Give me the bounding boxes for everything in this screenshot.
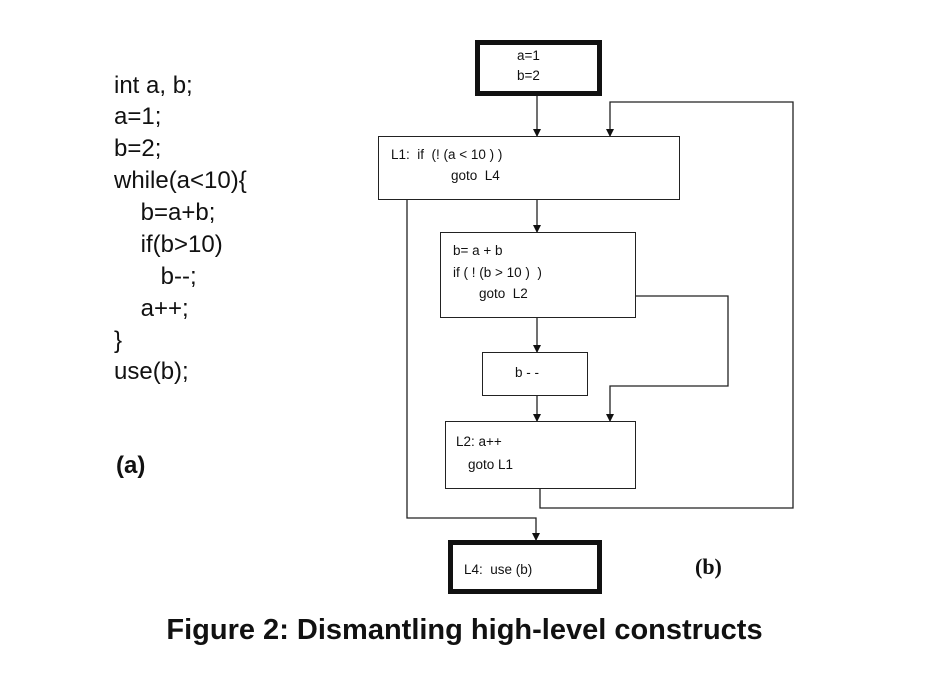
- code-line: int a, b;: [114, 72, 193, 99]
- node-text-line: b - -: [515, 365, 540, 380]
- entry-block: a=1 b=2: [475, 40, 602, 96]
- node-text-line: b=2: [517, 68, 540, 83]
- code-line: if(b>10): [114, 231, 223, 258]
- edge-back-to-loop-test: [539, 101, 794, 509]
- loop-body-block: b= a + b if ( ! (b > 10 ) ) goto L2: [440, 232, 636, 318]
- loop-test-block: L1: if (! (a < 10 ) ) goto L4: [378, 136, 680, 200]
- node-text-line: L2: a++: [456, 434, 502, 449]
- node-text-line: b= a + b: [453, 243, 503, 258]
- panel-label-a: (a): [116, 452, 146, 479]
- figure-caption: Figure 2: Dismantling high-level constru…: [166, 614, 763, 646]
- node-text-line: a=1: [517, 48, 540, 63]
- increment-block: L2: a++ goto L1: [445, 421, 636, 489]
- decrement-block: b - -: [482, 352, 588, 396]
- node-text-line: L1: if (! (a < 10 ) ): [391, 147, 503, 162]
- exit-block: L4: use (b): [448, 540, 602, 594]
- node-text-line: L4: use (b): [464, 562, 533, 577]
- code-line: use(b);: [114, 358, 189, 385]
- code-line: }: [114, 327, 123, 354]
- code-line: while(a<10){: [114, 167, 247, 194]
- edge-body-to-increment: [606, 295, 729, 422]
- code-line: a=1;: [114, 103, 162, 130]
- node-text-line: goto L4: [451, 168, 500, 183]
- node-text-line: goto L1: [468, 457, 514, 472]
- code-line: a++;: [114, 295, 189, 322]
- panel-label-b: (b): [695, 554, 722, 579]
- node-text-line: goto L2: [479, 286, 528, 301]
- code-line: b=2;: [114, 135, 162, 162]
- code-line: b=a+b;: [114, 199, 216, 226]
- node-text-line: if ( ! (b > 10 ) ): [453, 265, 542, 280]
- edge-loop-test-to-exit: [406, 200, 540, 541]
- code-line: b--;: [114, 263, 197, 290]
